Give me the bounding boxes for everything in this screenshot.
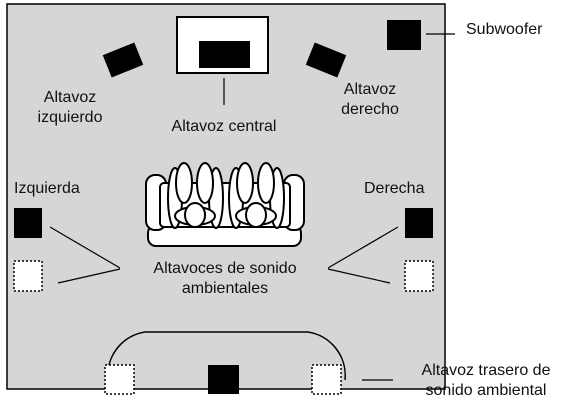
surround-leader-right-lower xyxy=(327,268,391,284)
couch-with-listeners xyxy=(145,162,305,247)
rear-right-optional-speaker xyxy=(311,364,342,395)
surround-leader-left-upper xyxy=(49,226,121,269)
front-right-speaker xyxy=(305,42,347,78)
rear-speaker-group-outline xyxy=(107,331,346,381)
center-label: Altavoz central xyxy=(171,118,277,135)
front-right-label-line2: derecho xyxy=(341,101,399,118)
front-left-label-line2: izquierdo xyxy=(37,109,103,126)
front-right-label-line1: Altavoz xyxy=(343,81,397,98)
left-optional-speaker xyxy=(13,260,43,292)
rear-left-optional-speaker xyxy=(104,364,135,395)
subwoofer-label: Subwoofer xyxy=(466,21,543,38)
right-label: Derecha xyxy=(364,180,425,197)
subwoofer-speaker xyxy=(387,20,421,50)
surround-label: Altavoces de sonido ambientales xyxy=(112,259,338,299)
left-label: Izquierda xyxy=(14,180,80,197)
center-speaker xyxy=(199,41,250,68)
front-right-label: Altavoz derecho xyxy=(320,80,420,120)
front-left-speaker xyxy=(102,42,144,78)
rear-surround-speaker xyxy=(208,365,239,394)
rear-surround-label: Altavoz trasero de sonido ambiental xyxy=(402,361,570,401)
rear-surround-label-line2: sonido ambiental xyxy=(425,382,547,399)
surround-label-line1: Altavoces de sonido xyxy=(153,260,297,277)
rear-surround-label-line1: Altavoz trasero de xyxy=(421,362,551,379)
front-left-label-line1: Altavoz xyxy=(43,89,97,106)
left-surround-speaker xyxy=(14,208,42,238)
surround-label-line2: ambientales xyxy=(181,280,269,297)
front-left-label: Altavoz izquierdo xyxy=(25,88,115,128)
right-surround-speaker xyxy=(405,208,433,238)
right-optional-speaker xyxy=(404,260,434,292)
surround-leader-right-upper xyxy=(327,226,399,269)
surround-leader-left-lower xyxy=(57,268,121,284)
